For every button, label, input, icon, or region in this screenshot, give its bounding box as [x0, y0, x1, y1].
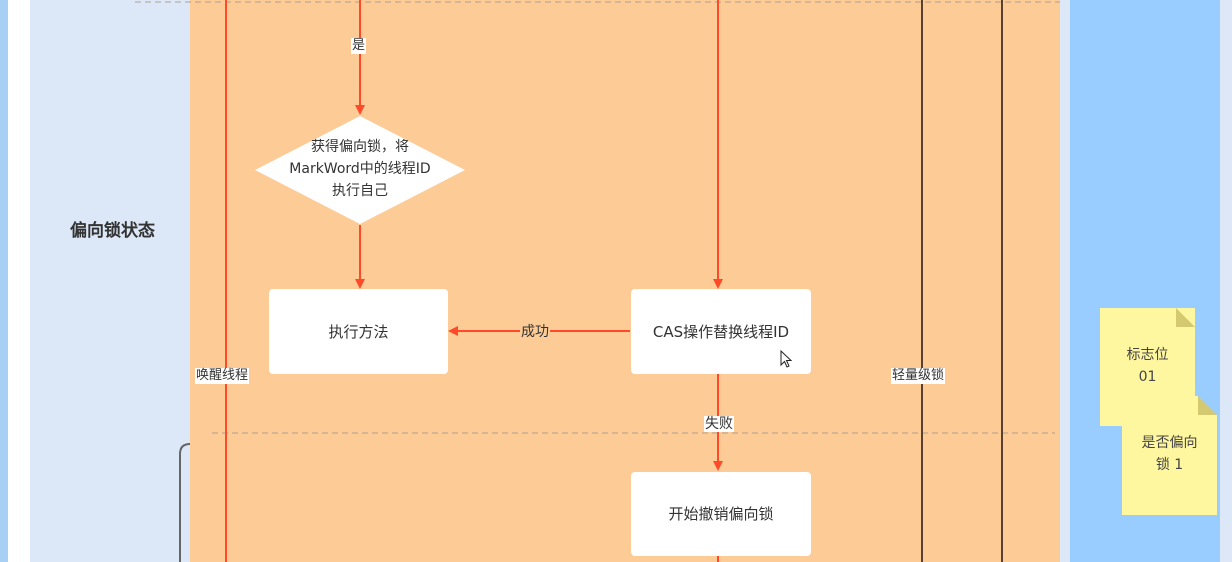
note-line: 01	[1138, 369, 1157, 385]
note-line: 是否偏向	[1141, 435, 1198, 451]
note-fold-icon	[1176, 308, 1195, 327]
diamond-line: 执行自己	[332, 183, 388, 199]
note-line: 标志位	[1126, 347, 1169, 363]
left-edge-strip	[0, 0, 8, 562]
execute-method-box[interactable]: 执行方法	[269, 289, 448, 374]
wake-thread-label: 唤醒线程	[195, 368, 250, 384]
right-edge-strip	[1220, 0, 1232, 562]
revoke-biased-lock-box[interactable]: 开始撤销偏向锁	[631, 472, 811, 556]
note-fold-icon	[1198, 396, 1217, 415]
note-line: 锁 1	[1155, 457, 1184, 473]
bracket	[179, 443, 191, 562]
diamond-line: 获得偏向锁，将	[311, 139, 409, 155]
success-label: 成功	[520, 324, 550, 340]
diamond-text: 获得偏向锁，将 MarkWord中的线程ID 执行自己	[262, 136, 458, 202]
mouse-cursor-icon	[780, 350, 792, 368]
fail-label: 失败	[704, 416, 734, 432]
lane-title: 偏向锁状态	[70, 221, 155, 241]
diamond-line: MarkWord中的线程ID	[289, 161, 431, 177]
lane-header	[30, 0, 190, 562]
yes-label: 是	[351, 38, 367, 54]
decision-diamond	[255, 116, 465, 224]
note-biased-flag: 是否偏向 锁 1	[1122, 396, 1217, 515]
lightweight-lock-label: 轻量级锁	[891, 368, 946, 384]
orange-lane	[190, 0, 1060, 562]
lane-gap	[1060, 0, 1070, 562]
